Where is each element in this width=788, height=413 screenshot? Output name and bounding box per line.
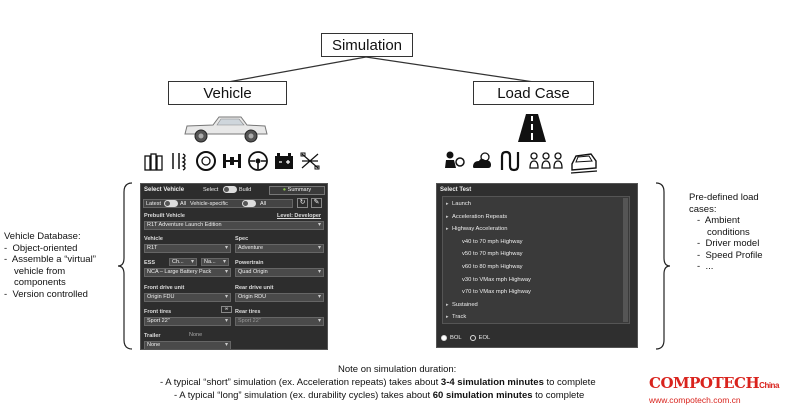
ess-variant-select[interactable]: Na... [201, 258, 229, 266]
test-list-scrollbar[interactable] [623, 198, 628, 322]
offroad-car-icon [570, 153, 598, 174]
suspension-icon [172, 153, 186, 171]
note-title: Note on simulation duration: [338, 364, 457, 375]
panel-title: Select Vehicle [144, 187, 185, 193]
vehicle-specific-toggle[interactable] [242, 200, 256, 207]
summary-icon: ● [282, 187, 287, 193]
loadcase-brace [655, 182, 671, 350]
weather-icon [473, 152, 491, 168]
select-build-toggle[interactable] [223, 186, 237, 193]
axle-icon [223, 154, 241, 168]
test-list-item[interactable]: v40 to 70 mph Highway [462, 238, 523, 245]
version-filter-row: Latest All Vehicle-specific All [143, 199, 293, 208]
select-mode-label: Select [203, 187, 219, 193]
test-list-item[interactable]: Acceleration Repeats [446, 214, 507, 220]
test-list: LaunchAcceleration RepeatsHighway Accele… [442, 196, 630, 324]
rear-tires-select[interactable]: Sport 22" [235, 317, 324, 326]
edit-icon[interactable]: ✎ [311, 198, 322, 208]
road-icon [518, 114, 546, 142]
chassis-icon [300, 152, 320, 170]
test-list-item[interactable]: Launch [446, 201, 471, 207]
driver-icon [445, 151, 465, 168]
refresh-icon[interactable]: ↻ [297, 198, 308, 208]
compotech-url: www.compotech.com.cn [649, 395, 741, 405]
simulation-node: Simulation [321, 33, 413, 57]
test-list-item[interactable]: v30 to VMax mph Highway [462, 276, 531, 283]
build-mode-label: Build [239, 187, 252, 193]
life-stage-radio-group: BOL EOL [441, 335, 490, 341]
link-icon[interactable]: ∞ [221, 306, 232, 313]
predefined-text: Pre-defined load cases: - Ambient condit… [689, 192, 763, 272]
vehicle-brace [117, 182, 133, 350]
prebuilt-vehicle-select[interactable]: R1T Adventure Launch Edition [144, 221, 324, 230]
tire-icon [196, 151, 216, 171]
test-list-item[interactable]: Sustained [446, 302, 478, 308]
compotech-logo: COMPOTECHChina [649, 374, 779, 392]
component-icons [143, 150, 321, 172]
test-list-item[interactable]: v60 to 80 mph Highway [462, 264, 523, 270]
truck-icon [184, 116, 268, 143]
vehicle-db-text: Vehicle Database: - Object-oriented - As… [4, 231, 96, 300]
vehicle-select[interactable]: R1T [144, 244, 231, 253]
vehicle-node: Vehicle [168, 81, 287, 105]
bol-radio[interactable] [441, 335, 447, 341]
trailer-select[interactable]: None [144, 341, 231, 349]
select-test-panel: Select Test LaunchAcceleration RepeatsHi… [436, 183, 638, 348]
front-tires-select[interactable]: Sport 22" [144, 317, 231, 326]
ess-select[interactable]: NCA – Large Battery Pack [144, 268, 231, 277]
test-list-item[interactable]: Highway Acceleration [446, 226, 507, 232]
eol-radio[interactable] [469, 335, 476, 341]
test-list-item[interactable]: v70 to VMax mph Highway [462, 289, 531, 296]
level-label: Level: Developer [277, 213, 322, 219]
loadcase-node: Load Case [473, 81, 594, 105]
speed-profile-icon [500, 150, 520, 172]
passengers-icon [529, 152, 563, 169]
steering-wheel-icon [248, 151, 268, 171]
select-vehicle-panel: Select Vehicle Select Build ● Summary La… [140, 183, 328, 350]
note-line-short: - A typical “short” simulation (ex. Acce… [160, 377, 596, 388]
front-drive-unit-select[interactable]: Origin FDU [144, 293, 231, 302]
latest-toggle[interactable] [164, 200, 178, 207]
rear-drive-unit-select[interactable]: Origin RDU [235, 293, 324, 302]
battery-cells-icon [144, 153, 163, 171]
spec-select[interactable]: Adventure [235, 244, 324, 253]
test-list-item[interactable]: v50 to 70 mph Highway [462, 251, 523, 258]
battery-icon [275, 153, 293, 169]
loadcase-icons [441, 150, 599, 176]
panel-title: Select Test [440, 187, 472, 193]
powertrain-select[interactable]: Quad Origin [235, 268, 324, 277]
summary-button[interactable]: ● Summary [269, 186, 325, 195]
note-line-long: - A typical “long” simulation (ex. durab… [174, 390, 585, 401]
test-list-item[interactable]: Track [446, 314, 466, 320]
ess-chemistry-select[interactable]: Ch... [169, 258, 197, 266]
